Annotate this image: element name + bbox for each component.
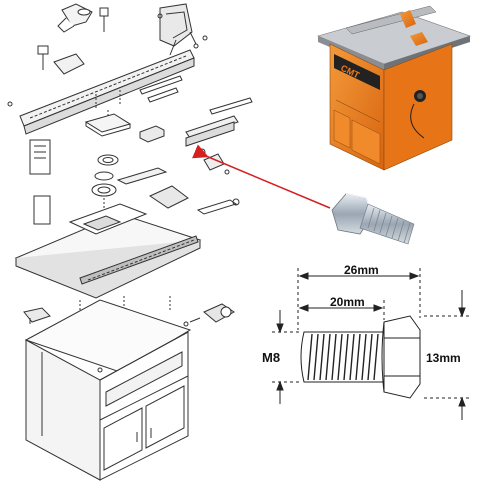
table-top-part [14, 203, 202, 299]
bracket-part [198, 148, 230, 175]
fence-knob-part [37, 45, 49, 70]
guard-part [157, 3, 208, 56]
dimension-thread-length: 20mm [330, 295, 365, 309]
router-table-photo: CMT [317, 5, 471, 171]
plug-part [189, 303, 235, 323]
knob-part [99, 7, 109, 32]
mitre-gauge-part [116, 167, 240, 215]
dust-port-part [57, 3, 93, 33]
dimension-thread-size: M8 [262, 350, 280, 365]
dimension-total-length: 26mm [344, 263, 379, 277]
cabinet-part [24, 299, 192, 481]
hex-bolt-dimension-drawing [272, 268, 470, 420]
router-plate-part [84, 110, 132, 137]
screws-part [79, 90, 171, 314]
fence-rail-part [7, 43, 199, 135]
pointer-arrow [192, 144, 331, 209]
dimension-head-size: 13mm [426, 351, 461, 365]
switch-part [23, 307, 51, 324]
hex-bolt-photo [331, 193, 415, 245]
exploded-view-diagram [7, 3, 253, 481]
insert-rings-part [91, 154, 119, 210]
manual-part [29, 139, 51, 225]
